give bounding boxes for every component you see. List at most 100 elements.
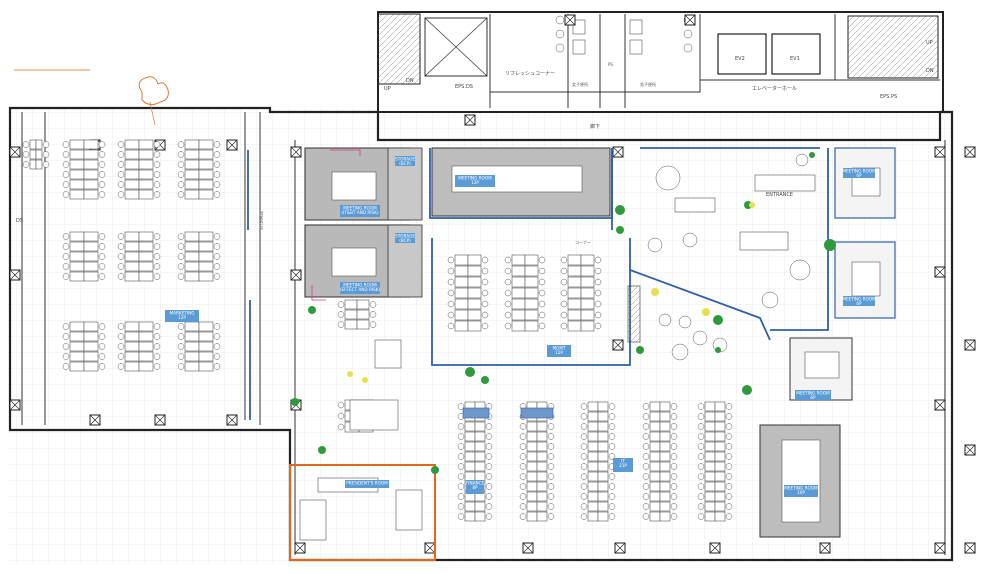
chair	[457, 453, 465, 460]
desk	[184, 341, 200, 352]
chair	[177, 323, 185, 330]
chair	[117, 243, 125, 250]
chair	[153, 171, 161, 178]
room-tag-text: (IT&BT AND RISK)	[341, 210, 379, 215]
desk	[567, 265, 582, 277]
desk	[474, 451, 486, 462]
desk	[198, 271, 214, 282]
desk	[714, 511, 726, 522]
lounge-seat	[678, 315, 692, 329]
room-tag-text: (BCP)	[399, 238, 411, 243]
core-block	[377, 11, 944, 113]
dn-left-label: DN	[406, 78, 414, 84]
desk	[524, 309, 539, 321]
desk	[467, 254, 482, 266]
desk	[567, 320, 582, 332]
chair	[177, 141, 185, 148]
chair	[519, 433, 527, 440]
desk	[567, 254, 582, 266]
chair	[580, 423, 588, 430]
room-tag-text: MEETING ROOM	[842, 297, 876, 302]
chair	[697, 443, 705, 450]
desk	[587, 461, 599, 472]
chair	[547, 463, 555, 470]
chair	[670, 443, 678, 450]
chair	[560, 256, 568, 264]
chair	[62, 343, 70, 350]
desk	[124, 149, 140, 160]
chair	[642, 513, 650, 520]
chair	[117, 363, 125, 370]
room-tag-text: STORAGE	[395, 157, 415, 162]
desk	[69, 321, 85, 332]
plant	[715, 347, 721, 353]
lounge-partition	[627, 285, 641, 343]
it-desk-area	[447, 254, 602, 332]
chair	[519, 513, 527, 520]
lounge-seat	[647, 237, 663, 253]
desk	[659, 491, 671, 502]
chair	[117, 353, 125, 360]
chair	[98, 353, 106, 360]
desk	[536, 501, 548, 512]
elevator-1	[771, 33, 821, 75]
plants	[291, 152, 836, 474]
chair	[98, 343, 106, 350]
desk	[69, 361, 85, 372]
chair	[153, 151, 161, 158]
desk	[83, 149, 99, 160]
desk	[69, 169, 85, 180]
room-tag-bg	[395, 156, 415, 166]
chair	[62, 141, 70, 148]
desk	[649, 401, 661, 412]
chair	[504, 300, 512, 308]
chair	[594, 256, 602, 264]
chair	[594, 322, 602, 330]
chair	[447, 322, 455, 330]
desk	[467, 298, 482, 310]
chair	[153, 141, 161, 148]
chair	[62, 253, 70, 260]
desk	[138, 261, 154, 272]
desk	[138, 341, 154, 352]
desk	[138, 159, 154, 170]
desk	[467, 265, 482, 277]
desk	[83, 189, 99, 200]
desk	[198, 361, 214, 372]
desk	[587, 481, 599, 492]
chair	[117, 253, 125, 260]
marketing-desk-area	[22, 139, 221, 372]
desk	[138, 189, 154, 200]
storage-label-left: STORAGE	[259, 210, 264, 230]
chair	[447, 311, 455, 319]
column-cross	[89, 414, 101, 426]
chair	[369, 321, 377, 328]
plant	[713, 315, 723, 325]
chair	[369, 311, 377, 318]
chair	[642, 413, 650, 420]
chair	[117, 181, 125, 188]
column-cross	[294, 542, 306, 554]
chair	[98, 233, 106, 240]
desk	[649, 411, 661, 422]
lounge-seat	[655, 165, 681, 191]
ev1-label: EV1	[790, 56, 800, 62]
chair	[177, 263, 185, 270]
desk	[597, 411, 609, 422]
room-tag-text: FINANCE	[466, 481, 485, 486]
chair	[213, 151, 221, 158]
chair	[594, 289, 602, 297]
room-tag-bg	[340, 282, 380, 294]
chair	[153, 243, 161, 250]
desk	[454, 320, 469, 332]
room-tag-text: 12P	[178, 315, 186, 320]
plant	[465, 367, 475, 377]
desk	[536, 451, 548, 462]
chair	[98, 273, 106, 280]
desk	[587, 421, 599, 432]
desk	[567, 298, 582, 310]
chair	[337, 321, 345, 328]
